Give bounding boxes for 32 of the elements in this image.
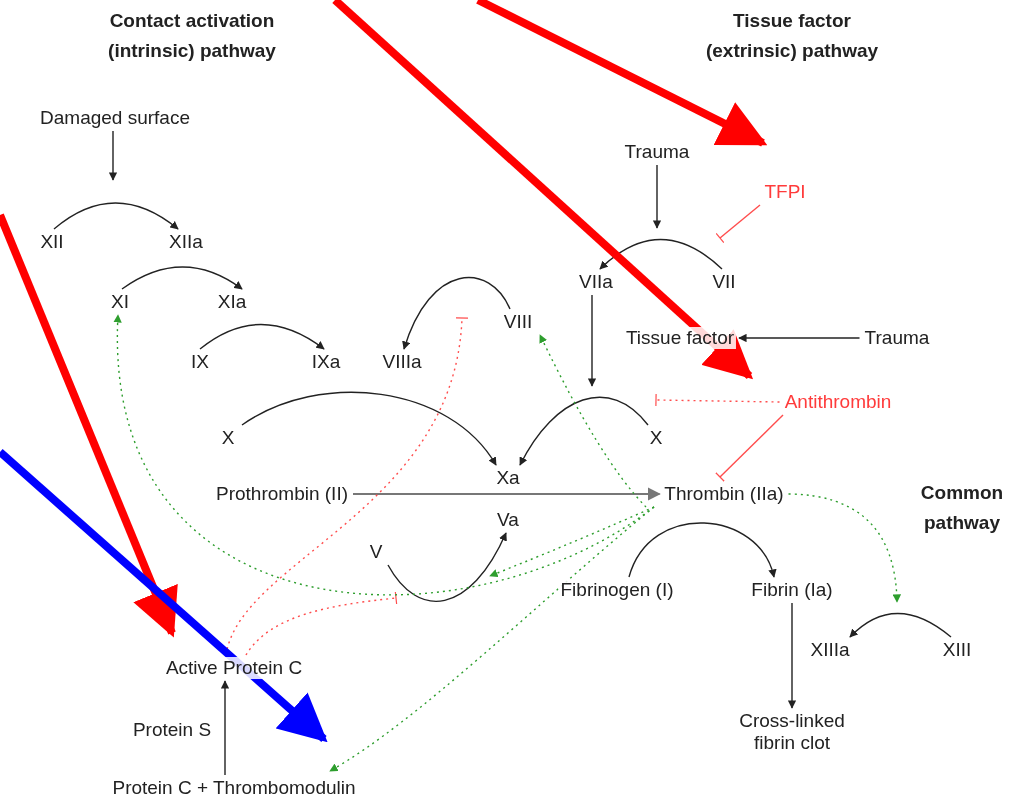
arrow	[108, 130, 118, 181]
node-label: Fibrinogen (I)	[558, 579, 676, 601]
inhibition-line	[245, 591, 398, 656]
annotation-arrow	[0, 449, 328, 743]
arrow	[787, 602, 797, 709]
inhibition-line	[715, 414, 784, 482]
arrow	[199, 323, 325, 350]
arrow	[53, 202, 179, 230]
inhibition-line	[655, 393, 781, 407]
arrow	[628, 522, 776, 578]
inhibition-line	[715, 204, 761, 244]
arrow	[121, 266, 243, 290]
arrow	[587, 294, 597, 387]
annotation-arrow	[476, 0, 768, 147]
arrow	[387, 532, 507, 602]
node-label: Active Protein C	[163, 657, 305, 679]
arrow	[787, 493, 901, 603]
cofactor-label: Protein S	[132, 719, 212, 741]
arrow	[353, 487, 661, 501]
annotation-arrow	[332, 0, 754, 380]
arrow	[220, 680, 230, 776]
node-label: Tissue factor	[623, 327, 737, 349]
arrow	[849, 612, 952, 638]
arrow	[539, 334, 647, 508]
arrow	[329, 506, 655, 772]
arrow	[241, 391, 497, 466]
arrow	[599, 238, 723, 270]
arrow	[652, 164, 662, 229]
annotation-arrow	[0, 213, 178, 638]
arrow	[519, 396, 649, 466]
arrow	[402, 276, 511, 350]
arrow	[738, 333, 861, 343]
